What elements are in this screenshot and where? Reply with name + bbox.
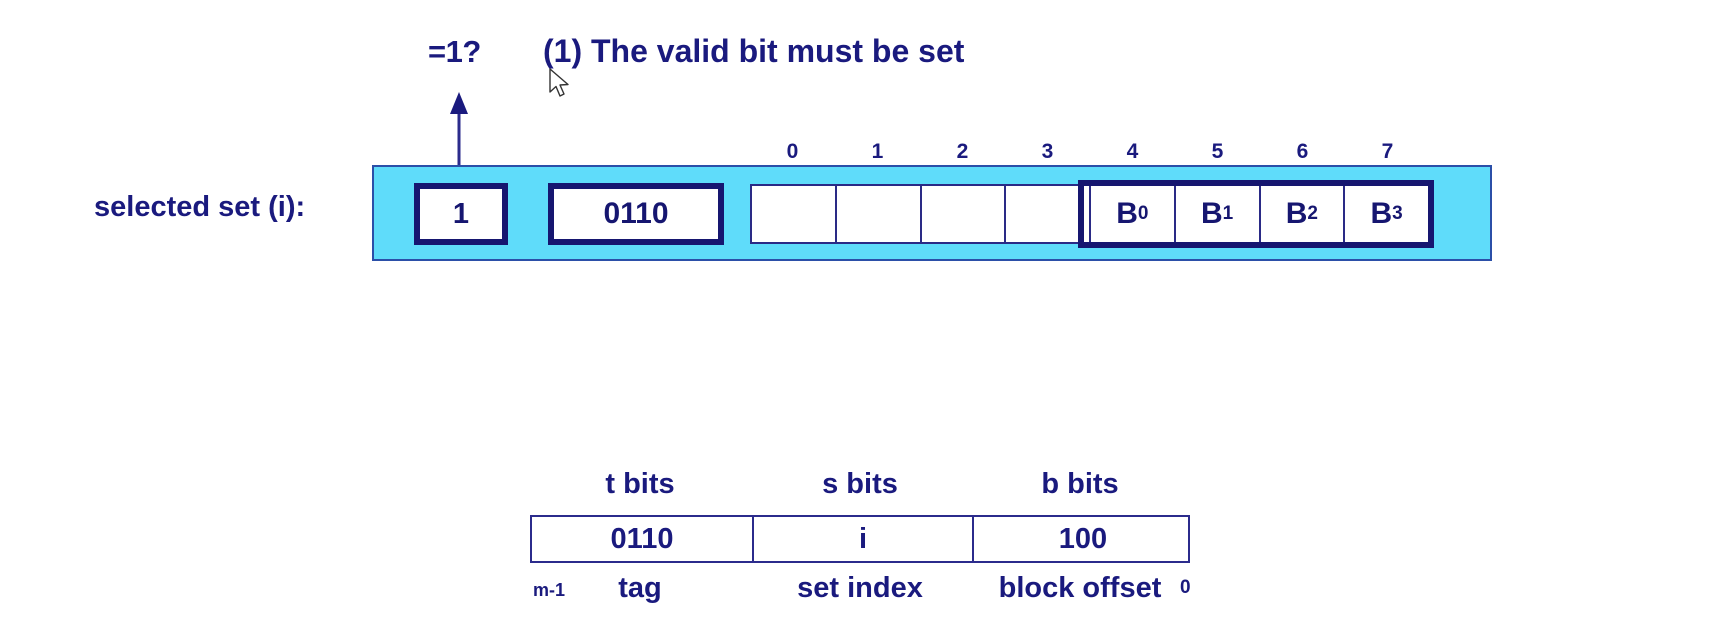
address-block-offset-field: 100 [972, 517, 1192, 561]
address-tag-name: tag [618, 572, 662, 604]
address-breakdown-box: 0110 i 100 [530, 515, 1190, 563]
selected-set-label: selected set (i): [94, 191, 306, 223]
block-cell-2 [919, 184, 1007, 244]
address-msb-label: m-1 [533, 580, 566, 600]
block-index-7: 7 [1381, 140, 1394, 163]
block-index-0: 0 [786, 140, 799, 163]
block-index-5: 5 [1211, 140, 1224, 163]
address-set-index-name: set index [797, 572, 923, 604]
s-bits-label: s bits [822, 468, 898, 500]
block-index-3: 3 [1041, 140, 1054, 163]
address-field-names-row: tag set index block offset [530, 572, 1190, 612]
t-bits-label: t bits [605, 468, 675, 500]
valid-bit-box: 1 [414, 183, 508, 245]
compare-equals-one-label: =1? [428, 34, 481, 69]
address-set-index-field: i [752, 517, 972, 561]
block-sub-b1: 1 [1222, 203, 1234, 224]
block-label-b2: B [1285, 197, 1308, 230]
block-index-1: 1 [871, 140, 884, 163]
valid-bit-statement: (1) The valid bit must be set [543, 33, 965, 69]
block-sub-b3: 3 [1392, 203, 1403, 224]
b-bits-label: b bits [1041, 468, 1119, 500]
block-sub-b2: 2 [1307, 203, 1318, 224]
block-index-4: 4 [1126, 140, 1139, 163]
block-label-b3: B [1370, 197, 1393, 230]
address-block-offset-name: block offset [998, 572, 1162, 604]
block-cell-0 [750, 184, 837, 244]
address-lsb-label: 0 [1180, 577, 1191, 598]
block-label-b1: B [1201, 197, 1223, 230]
block-label-b0: B [1116, 197, 1138, 230]
mouse-pointer-icon [549, 68, 569, 97]
block-cell-3 [1004, 184, 1091, 244]
tag-box: 0110 [548, 183, 724, 245]
block-index-2: 2 [956, 140, 969, 163]
block-cell-1 [834, 184, 922, 244]
address-tag-field: 0110 [610, 522, 674, 555]
address-bit-labels-row: t bits s bits b bits [530, 468, 1190, 502]
block-index-6: 6 [1296, 140, 1309, 163]
block-index-row: 0 1 2 3 4 5 6 7 [750, 140, 1430, 166]
block-sub-b0: 0 [1137, 203, 1149, 224]
